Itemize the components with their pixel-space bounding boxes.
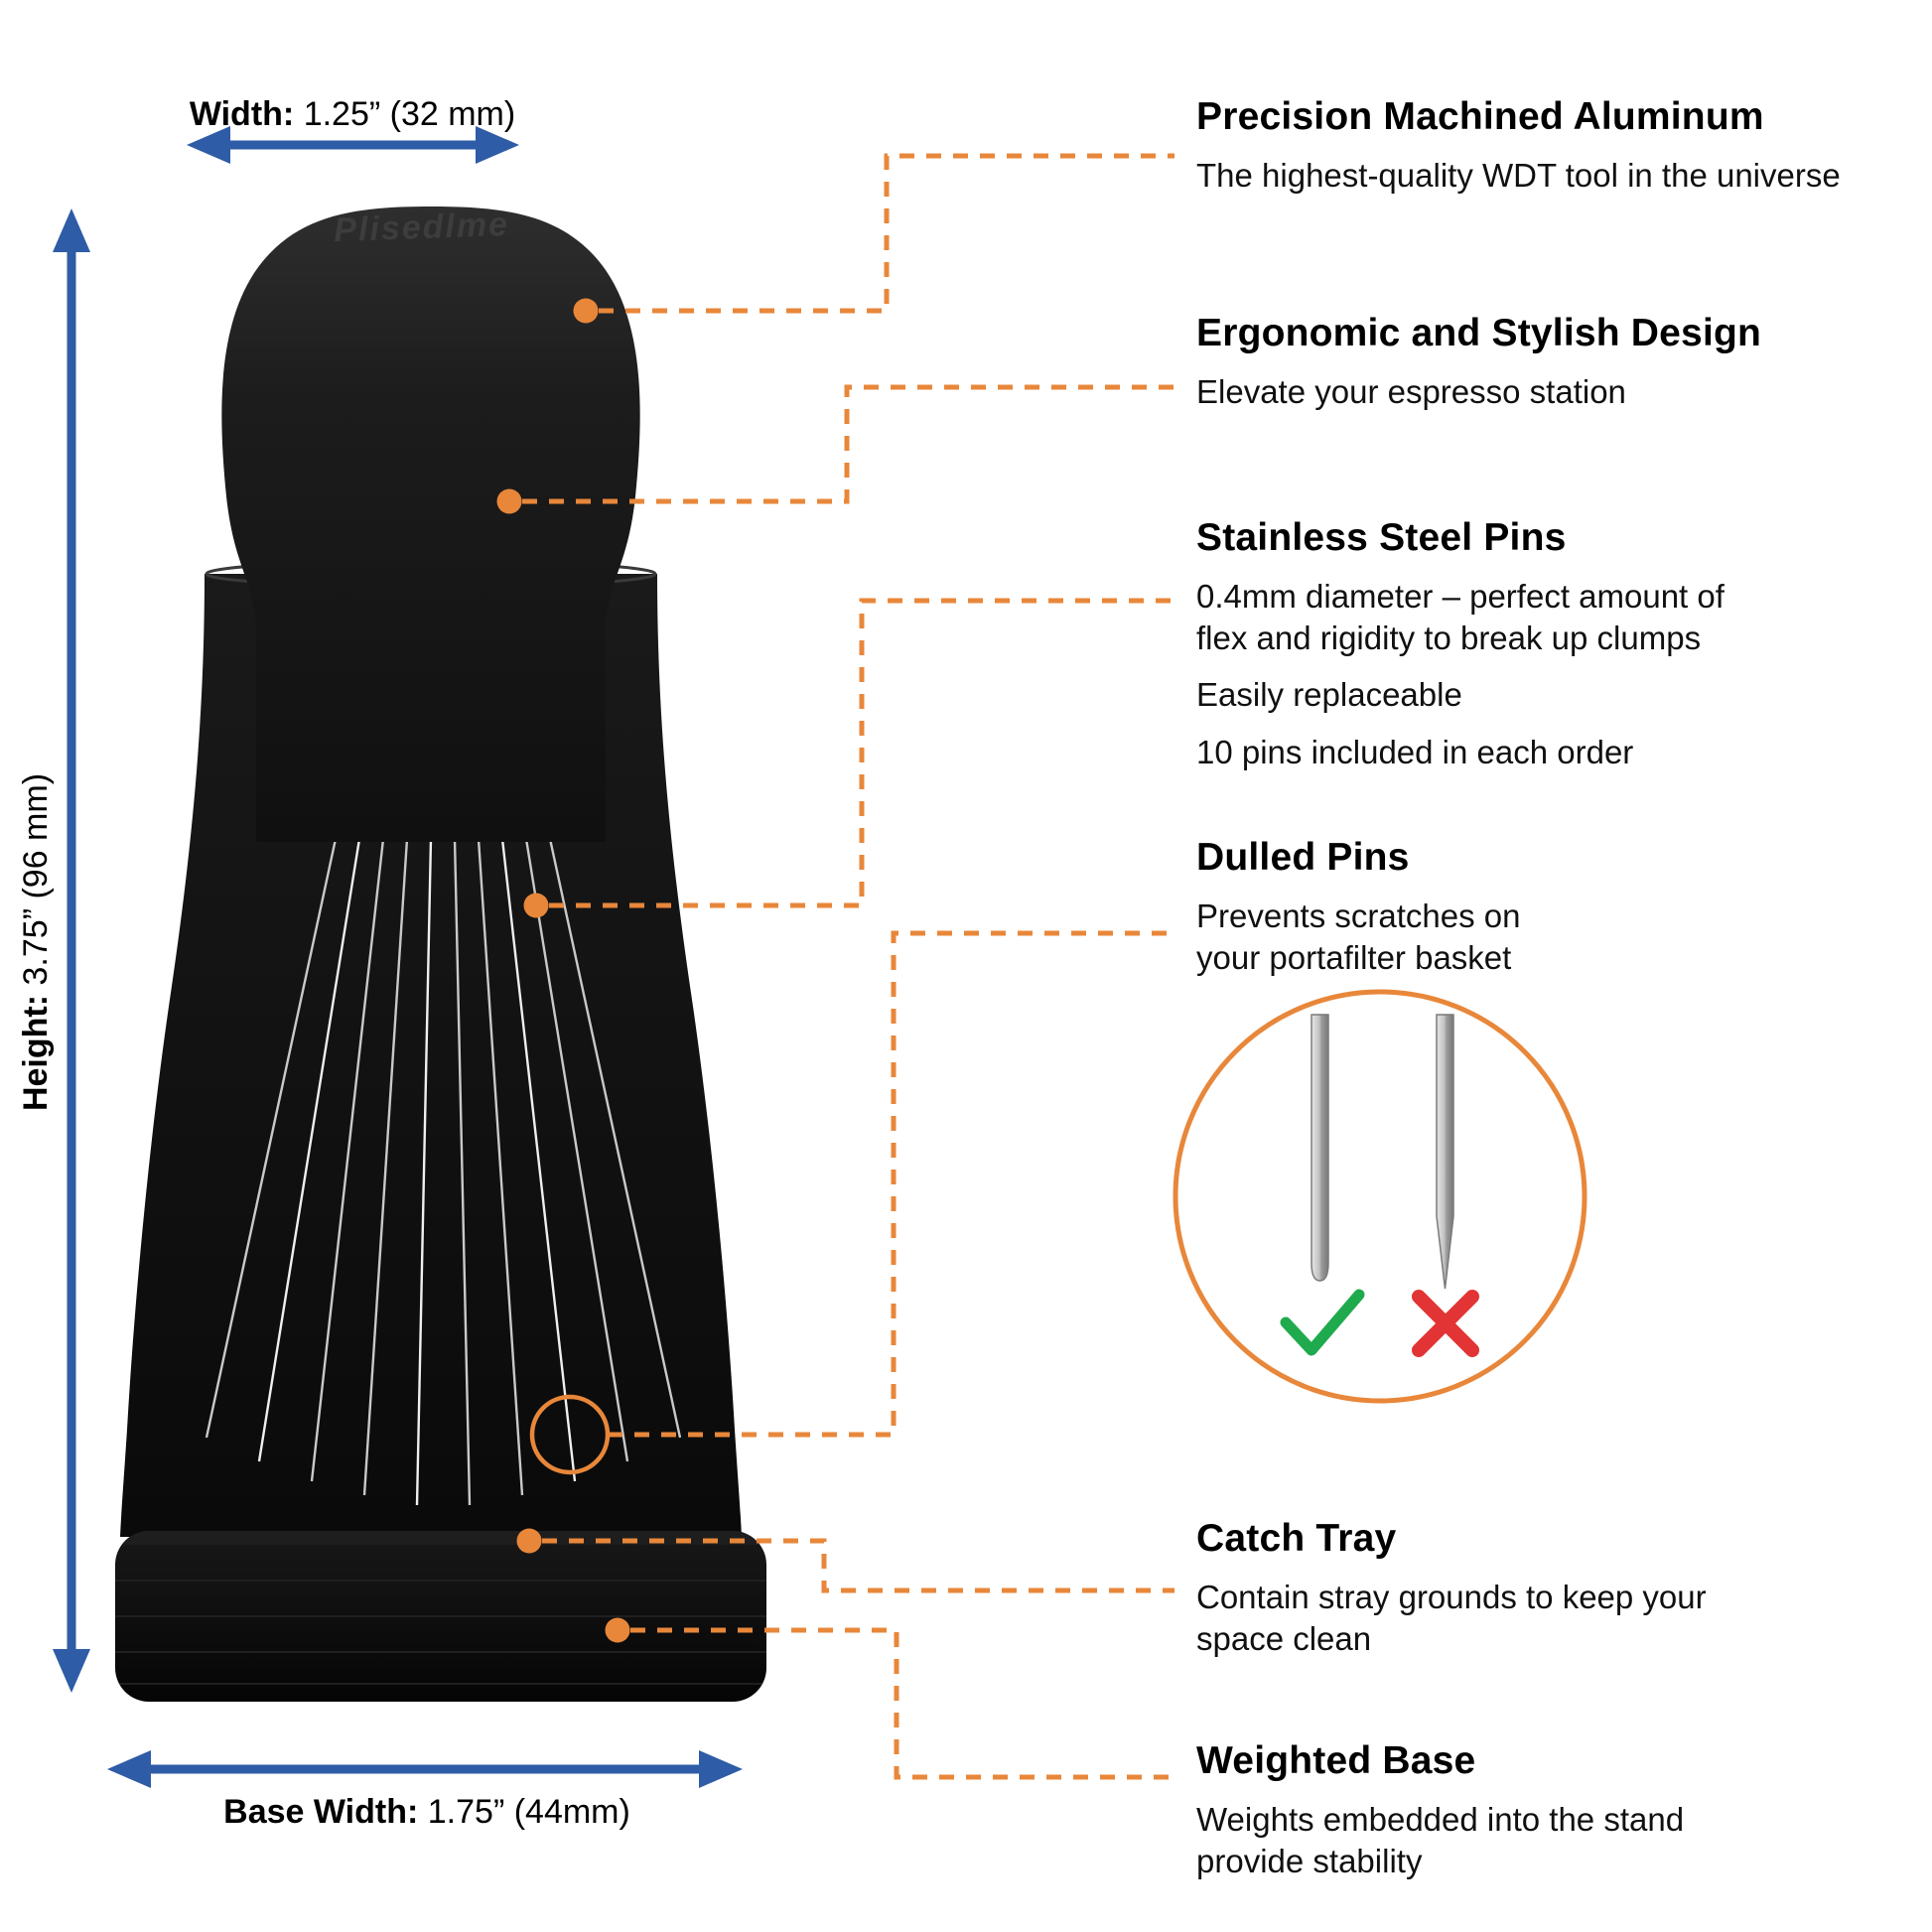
x-icon: [1412, 1290, 1479, 1357]
wdt-tool-stand: Plisedlme: [115, 206, 766, 1702]
base-width-label-bold: Base Width:: [223, 1793, 419, 1831]
callout-line-precision: [599, 153, 1174, 314]
height-dimension-label: Height: 3.75” (96 mm): [17, 744, 59, 1141]
width-label-value: 1.25” (32 mm): [303, 95, 516, 133]
feature-line: Contain stray grounds to keep your space…: [1196, 1579, 1707, 1658]
feature-title: Weighted Base: [1196, 1739, 1476, 1782]
sharp-pin-illustration: [1436, 1014, 1454, 1290]
callout-dot-base: [605, 1617, 630, 1643]
feature-line: Prevents scratches on your portafilter b…: [1196, 897, 1521, 977]
callout-dot-precision: [573, 298, 599, 324]
height-label-value: 3.75” (96 mm): [17, 772, 55, 986]
feature-line: The highest-quality WDT tool in the univ…: [1196, 157, 1841, 194]
weighted-base: [115, 1531, 766, 1702]
width-label-bold: Width:: [189, 95, 295, 133]
callout-dot-tray: [516, 1528, 542, 1554]
feature-title: Catch Tray: [1196, 1517, 1397, 1560]
dulled-pins-inset: [1173, 989, 1587, 1404]
feature-line: 10 pins included in each order: [1196, 733, 1634, 770]
feature-precision-machined-aluminum: Precision Machined Aluminum The highest-…: [1196, 95, 1901, 211]
width-dimension-label: Width: 1.25” (32 mm): [104, 95, 601, 134]
feature-title: Stainless Steel Pins: [1196, 516, 1567, 559]
feature-line: Elevate your espresso station: [1196, 373, 1626, 410]
feature-line: Easily replaceable: [1196, 676, 1462, 714]
feature-weighted-base: Weighted Base Weights embedded into the …: [1196, 1739, 1901, 1897]
callout-line-tray: [542, 1538, 1174, 1593]
feature-line: 0.4mm diameter – perfect amount of flex …: [1196, 578, 1725, 657]
check-icon: [1280, 1289, 1365, 1356]
dulled-pin-illustration: [1311, 1014, 1329, 1282]
tool-handle: [221, 207, 640, 842]
inset-circle: [1173, 989, 1587, 1404]
callout-lines: [522, 153, 1174, 1780]
base-width-label-value: 1.75” (44mm): [427, 1793, 630, 1831]
callout-dots: [496, 298, 630, 1643]
callout-dot-pins: [523, 893, 549, 918]
callout-dot-ergonomic: [496, 488, 522, 514]
feature-stainless-steel-pins: Stainless Steel Pins 0.4mm diameter – pe…: [1196, 516, 1901, 788]
feature-title: Precision Machined Aluminum: [1196, 95, 1764, 138]
feature-title: Dulled Pins: [1196, 836, 1410, 879]
callout-line-pins: [549, 598, 1174, 908]
callout-line-ergonomic: [522, 384, 1174, 504]
callout-line-dulled: [608, 930, 1174, 1438]
width-arrow: [187, 126, 519, 164]
feature-line: Weights embedded into the stand provide …: [1196, 1801, 1685, 1880]
feature-ergonomic-design: Ergonomic and Stylish Design Elevate you…: [1196, 312, 1901, 428]
pin-highlight-circle: [529, 1394, 611, 1475]
brand-logo: Plisedlme: [334, 206, 510, 249]
feature-title: Ergonomic and Stylish Design: [1196, 312, 1762, 354]
base-width-dimension-label: Base Width: 1.75” (44mm): [129, 1793, 725, 1832]
feature-dulled-pins: Dulled Pins Prevents scratches on your p…: [1196, 836, 1901, 994]
base-width-arrow: [107, 1750, 743, 1788]
feature-catch-tray: Catch Tray Contain stray grounds to keep…: [1196, 1517, 1901, 1675]
steel-pins: [205, 838, 682, 1506]
height-arrow: [53, 208, 90, 1693]
height-label-bold: Height:: [17, 994, 55, 1112]
